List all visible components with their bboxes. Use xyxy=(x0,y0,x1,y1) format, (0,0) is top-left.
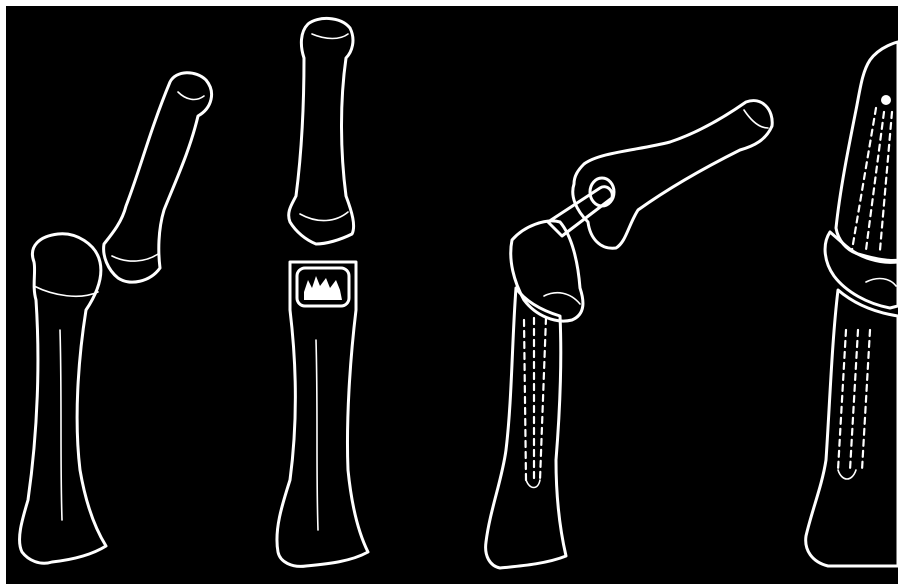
panel-4-phalanx-hole xyxy=(881,95,891,105)
figure-background xyxy=(6,6,898,584)
